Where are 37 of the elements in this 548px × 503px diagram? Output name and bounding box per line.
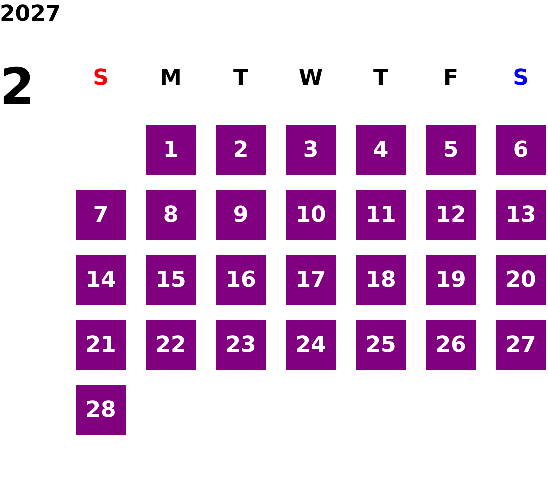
weekday-header: S bbox=[92, 66, 110, 91]
day-cell: 3 bbox=[286, 125, 336, 175]
day-cell: 20 bbox=[496, 255, 546, 305]
weekday-header: W bbox=[298, 66, 324, 91]
day-cell: 7 bbox=[76, 190, 126, 240]
day-cell: 19 bbox=[426, 255, 476, 305]
year-title: 2027 bbox=[0, 2, 62, 27]
day-cell: 12 bbox=[426, 190, 476, 240]
day-cell: 5 bbox=[426, 125, 476, 175]
day-cell: 22 bbox=[146, 320, 196, 370]
day-cell: 6 bbox=[496, 125, 546, 175]
day-cell: 10 bbox=[286, 190, 336, 240]
day-cell: 28 bbox=[76, 385, 126, 435]
day-cell: 9 bbox=[216, 190, 266, 240]
day-cell: 26 bbox=[426, 320, 476, 370]
day-cell: 14 bbox=[76, 255, 126, 305]
day-cell: 24 bbox=[286, 320, 336, 370]
day-cell: 8 bbox=[146, 190, 196, 240]
day-cell: 23 bbox=[216, 320, 266, 370]
day-cell: 2 bbox=[216, 125, 266, 175]
day-cell: 25 bbox=[356, 320, 406, 370]
day-cell: 21 bbox=[76, 320, 126, 370]
month-number: 2 bbox=[0, 58, 35, 116]
day-cell: 11 bbox=[356, 190, 406, 240]
day-cell: 18 bbox=[356, 255, 406, 305]
day-cell: 27 bbox=[496, 320, 546, 370]
weekday-header: T bbox=[372, 66, 390, 91]
day-cell: 16 bbox=[216, 255, 266, 305]
day-cell: 15 bbox=[146, 255, 196, 305]
weekday-header: M bbox=[159, 66, 183, 91]
weekday-header: F bbox=[442, 66, 460, 91]
day-cell: 4 bbox=[356, 125, 406, 175]
weekday-header: T bbox=[232, 66, 250, 91]
day-cell: 1 bbox=[146, 125, 196, 175]
day-cell: 17 bbox=[286, 255, 336, 305]
weekday-header: S bbox=[512, 66, 530, 91]
day-cell: 13 bbox=[496, 190, 546, 240]
